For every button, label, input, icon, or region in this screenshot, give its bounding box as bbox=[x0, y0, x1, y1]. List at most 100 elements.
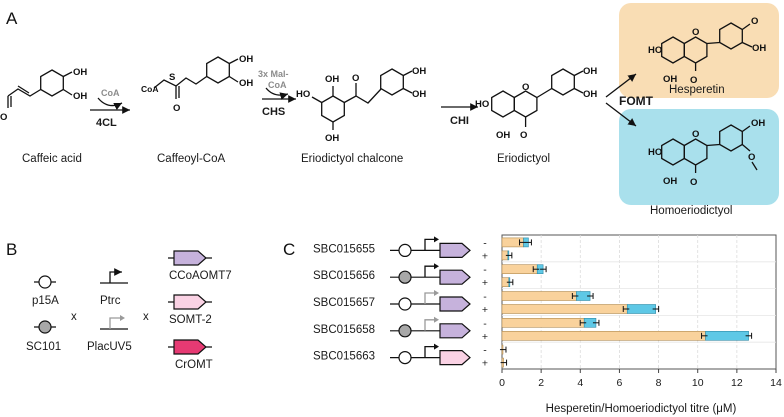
compound-caffeic-acid: Caffeic acid bbox=[22, 153, 82, 165]
svg-text:OH: OH bbox=[239, 78, 253, 89]
p15a-origin-icon bbox=[38, 275, 52, 289]
svg-text:S: S bbox=[169, 72, 175, 83]
svg-text:OH: OH bbox=[239, 54, 253, 65]
gene-icon bbox=[439, 350, 471, 366]
condition-label: + bbox=[482, 277, 488, 289]
homoeriodictyol-box bbox=[619, 109, 779, 205]
x-axis-label: Hesperetin/Homoeriodictyol titre (μM) bbox=[546, 403, 737, 415]
svg-text:HO: HO bbox=[475, 99, 489, 110]
malonyl-input-arrow bbox=[265, 87, 289, 100]
placuv5-promoter-icon bbox=[100, 315, 128, 330]
hesperetin-bar bbox=[501, 304, 628, 314]
promoter-icon bbox=[424, 265, 436, 278]
svg-text:HO: HO bbox=[296, 89, 310, 100]
svg-text:OH: OH bbox=[325, 74, 339, 85]
promoter-arrowhead-icon bbox=[434, 343, 439, 350]
x-tick-label: 2 bbox=[538, 377, 544, 389]
promoter-arrowhead-icon bbox=[434, 236, 439, 243]
condition-label: + bbox=[482, 250, 488, 262]
svg-text:HO: HO bbox=[648, 147, 662, 158]
svg-text:OH: OH bbox=[583, 89, 597, 100]
promoter-icon bbox=[424, 319, 436, 331]
svg-text:HO: HO bbox=[648, 45, 662, 56]
somt2-gene-icon bbox=[168, 294, 212, 310]
svg-text:OH: OH bbox=[73, 91, 87, 102]
promoter-ptrc: Ptrc bbox=[100, 295, 121, 307]
x-tick-label: 10 bbox=[692, 377, 704, 389]
gene-cromt: CrOMT bbox=[175, 359, 213, 371]
hesperetin-structure: O O OH HO O OH bbox=[648, 16, 766, 86]
condition-label: + bbox=[482, 304, 488, 316]
svg-text:O: O bbox=[0, 112, 7, 123]
cosubstrate-coa: CoA bbox=[101, 88, 120, 98]
homoeriodictyol-bar bbox=[626, 304, 656, 314]
gene-icon bbox=[439, 242, 471, 258]
condition-label: - bbox=[483, 318, 487, 330]
bars bbox=[499, 237, 753, 368]
grid bbox=[502, 235, 776, 369]
promoter-arrowhead-icon bbox=[434, 290, 439, 296]
coa-group: CoA bbox=[141, 84, 158, 94]
x-tick-label: 12 bbox=[731, 377, 743, 389]
origin-icon bbox=[398, 324, 412, 338]
gene-icon bbox=[439, 296, 471, 312]
promoter-icon bbox=[424, 238, 436, 251]
svg-text:O: O bbox=[690, 75, 697, 86]
arrow-fomt-hesperetin bbox=[605, 73, 637, 98]
times-symbol-1: x bbox=[71, 311, 77, 323]
gene-ccoaomt7: CCoAOMT7 bbox=[169, 270, 232, 282]
origin-p15a: p15A bbox=[32, 295, 59, 307]
arrow-fomt-homoeriodictyol bbox=[605, 102, 637, 127]
cromt-gene-icon bbox=[168, 339, 212, 355]
origin-icon bbox=[398, 243, 412, 257]
svg-text:O: O bbox=[692, 27, 699, 38]
gene-somt2: SOMT-2 bbox=[169, 314, 212, 326]
enzyme-chi: CHI bbox=[450, 115, 469, 127]
svg-text:OH: OH bbox=[496, 130, 510, 141]
origin-sc101: SC101 bbox=[26, 341, 61, 353]
svg-text:OH: OH bbox=[412, 66, 426, 77]
svg-text:O: O bbox=[690, 177, 697, 188]
enzyme-fomt: FOMT bbox=[619, 94, 654, 108]
strain-label: SBC015658 bbox=[313, 324, 375, 336]
cosubstrate-malonyl-coa: CoA bbox=[268, 80, 287, 90]
svg-text:O: O bbox=[173, 103, 180, 114]
homoeriodictyol-structure: O O OH HO OH O bbox=[648, 118, 765, 188]
strain-label: SBC015657 bbox=[313, 297, 375, 309]
promoter-icon bbox=[424, 292, 436, 304]
svg-text:O: O bbox=[522, 82, 529, 93]
ccoaomt7-gene-icon bbox=[168, 250, 212, 266]
x-tick-label: 0 bbox=[499, 377, 505, 389]
hesperetin-bar bbox=[501, 330, 706, 341]
condition-label: - bbox=[483, 237, 487, 249]
caffeic-acid-structure: O OH OH bbox=[0, 67, 87, 123]
condition-label: - bbox=[483, 264, 487, 276]
x-tick-label: 14 bbox=[770, 377, 782, 389]
svg-text:OH: OH bbox=[663, 74, 677, 85]
x-tick-label: 4 bbox=[577, 377, 583, 389]
condition-label: - bbox=[483, 291, 487, 303]
cosubstrate-malonyl: 3x Mal- bbox=[258, 69, 289, 79]
svg-text:O: O bbox=[751, 16, 758, 27]
svg-text:OH: OH bbox=[73, 67, 87, 78]
origin-icon bbox=[398, 270, 412, 284]
strain-label: SBC015663 bbox=[313, 351, 375, 363]
panel-label-c: C bbox=[283, 240, 295, 259]
origin-icon bbox=[398, 351, 412, 365]
plot-area bbox=[501, 234, 777, 370]
svg-text:OH: OH bbox=[412, 89, 426, 100]
compound-eriodictyol-chalcone: Eriodictyol chalcone bbox=[301, 153, 403, 165]
condition-label: - bbox=[483, 345, 487, 357]
promoter-icon bbox=[424, 345, 436, 358]
svg-text:O: O bbox=[352, 73, 359, 84]
enzyme-chs: CHS bbox=[262, 106, 285, 118]
compound-homoeriodictyol: Homoeriodictyol bbox=[650, 205, 732, 217]
sc101-origin-icon bbox=[38, 320, 52, 334]
homoeriodictyol-bar bbox=[705, 330, 749, 341]
ptrc-promoter-icon bbox=[100, 268, 128, 284]
hesperetin-box bbox=[619, 3, 779, 98]
svg-text:OH: OH bbox=[663, 176, 677, 187]
